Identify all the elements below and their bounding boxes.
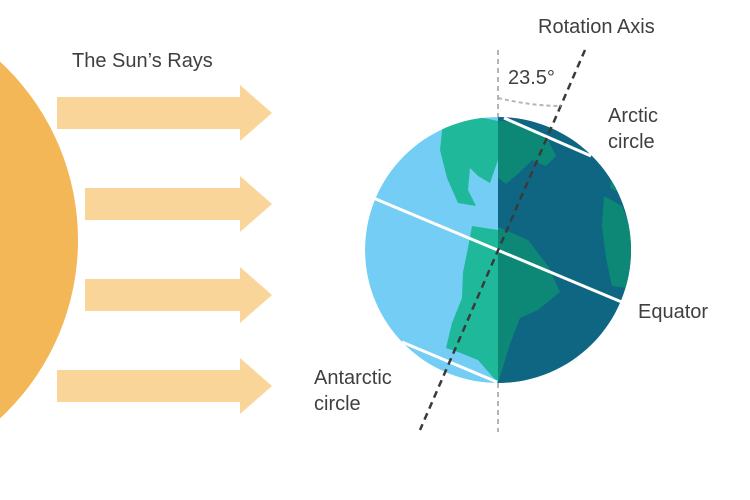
equator-label: Equator bbox=[638, 301, 709, 323]
tilt-angle-label: 23.5° bbox=[508, 67, 555, 89]
sun bbox=[0, 61, 78, 419]
arctic-circle-label: Arctic circle bbox=[608, 105, 658, 153]
sun-ray-1 bbox=[57, 85, 272, 141]
rotation-axis-line bbox=[418, 49, 587, 431]
sun-rays bbox=[57, 85, 272, 414]
sun-ray-2 bbox=[85, 176, 272, 232]
continents-day bbox=[440, 117, 498, 383]
arctic-circle-line bbox=[503, 116, 592, 158]
rotation-axis-label: Rotation Axis bbox=[538, 16, 655, 38]
sun-rays-label: The Sun’s Rays bbox=[72, 50, 213, 72]
sun-ray-3 bbox=[85, 267, 272, 323]
tilt-angle-arc bbox=[497, 97, 562, 107]
antarctic-circle-label: Antarctic circle bbox=[314, 367, 392, 415]
sun-ray-4 bbox=[57, 358, 272, 414]
